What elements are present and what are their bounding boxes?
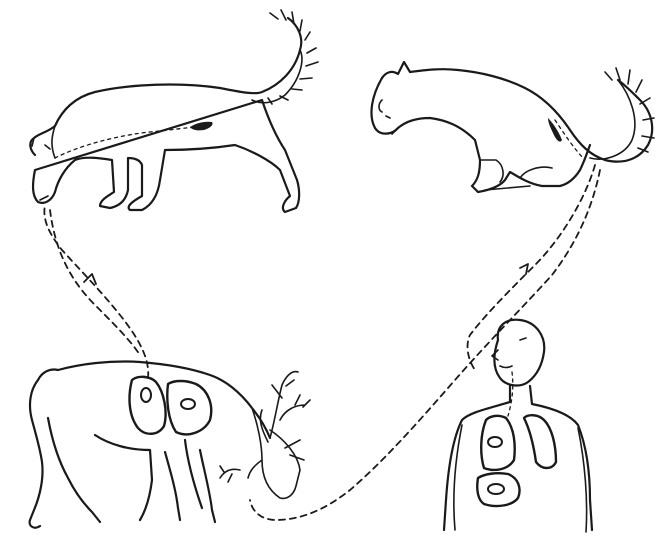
human-figure: [444, 320, 592, 532]
fox-body-outline: [382, 62, 652, 162]
fox-figure: [371, 62, 654, 192]
path-fox-to-human: [468, 165, 595, 370]
path-reindeer-to-wolf: [44, 205, 148, 378]
arrow-to-human: [520, 264, 528, 274]
human-torso: [444, 386, 592, 530]
transmission-paths: [44, 165, 600, 520]
human-right-lung: [481, 416, 515, 470]
human-liver-cyst: [488, 484, 504, 494]
human-left-lung: [524, 415, 556, 468]
wolf-body-outline: [30, 18, 301, 155]
reindeer-grass: [220, 466, 240, 482]
fox-tail-fur: [590, 68, 654, 159]
reindeer-body-outline: [38, 361, 270, 438]
wolf-belly-legs: [33, 100, 299, 212]
wolf-tapeworm: [190, 122, 213, 131]
human-arms: [454, 425, 587, 532]
fox-tapeworm: [548, 118, 562, 142]
wolf-figure: [30, 10, 318, 212]
fox-face: [379, 100, 390, 118]
human-lung-cyst: [488, 437, 502, 447]
reindeer-lung: [167, 381, 211, 434]
wolf-tail-fur: [252, 10, 318, 104]
reindeer-liver-cyst: [141, 388, 151, 402]
reindeer-legs: [30, 380, 215, 528]
human-liver: [477, 473, 519, 506]
reindeer-liver: [130, 377, 166, 434]
reindeer-antlers: [260, 372, 310, 460]
reindeer-figure: [30, 361, 310, 527]
reindeer-lung-cyst: [181, 399, 195, 409]
